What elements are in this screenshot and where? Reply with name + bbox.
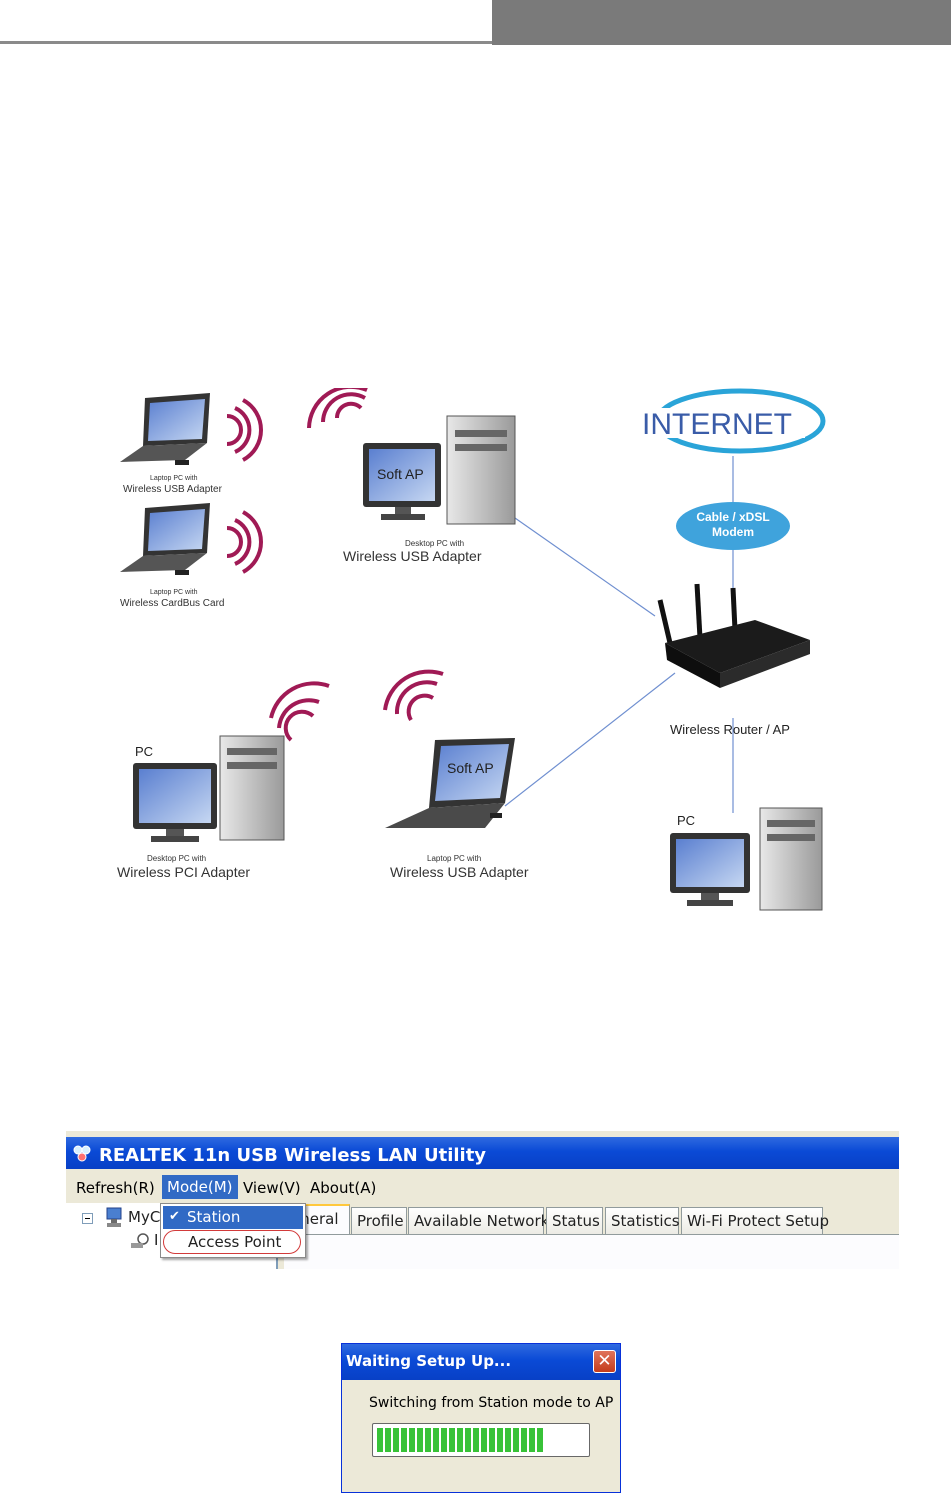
utility-window: REALTEK 11n USB Wireless LAN Utility Ref… [66,1131,899,1269]
desktop-softap-icon: Soft AP Desktop PC with Wireless USB Ada… [343,415,516,564]
desktop-pci-big-label: Wireless PCI Adapter [117,864,250,880]
internet-label: INTERNET [642,408,792,441]
check-icon: ✔ [169,1209,180,1224]
collapse-icon[interactable] [82,1213,93,1224]
modem-label-2: Modem [712,525,754,539]
softap-label-1: Soft AP [377,466,424,482]
waiting-dialog: Waiting Setup Up... ✕ Switching from Sta… [341,1343,621,1493]
dialog-title: Waiting Setup Up... [346,1352,512,1370]
tree-node-label[interactable]: MyC [128,1208,161,1226]
tree-child-label[interactable]: I [154,1231,159,1249]
internet-logo: INTERNET [642,388,826,454]
router-label: Wireless Router / AP [670,722,790,737]
mode-access-point-item[interactable]: Access Point [163,1231,303,1254]
network-diagram: INTERNET Cable / xDSL Modem Wireless Rou… [115,388,835,916]
mode-dropdown: ✔ Station Access Point [160,1203,306,1258]
tab-wifi-protect-setup[interactable]: Wi-Fi Protect Setup [681,1207,829,1234]
menu-bar: Refresh(R) Mode(M) View(V) About(A) [66,1173,899,1201]
tab-body [284,1234,899,1269]
wireless-router-icon: Wireless Router / AP [657,583,810,737]
tab-status[interactable]: Status [546,1207,603,1234]
computer-icon [106,1207,122,1227]
mode-access-point-label: Access Point [188,1233,282,1251]
pc-right-label: PC [677,813,695,828]
progress-fill [377,1428,543,1452]
wifi-waves-2 [226,510,263,574]
desktop-pci-icon: PC Desktop PC with Wireless PCI Adapter [117,735,285,880]
menu-refresh[interactable]: Refresh(R) [76,1179,155,1197]
mode-station-label: Station [187,1208,241,1226]
modem-label-1: Cable / xDSL [696,510,769,524]
network-app-icon [73,1145,91,1162]
mode-station-item[interactable]: ✔ Station [163,1206,303,1229]
laptop-softap-icon: Soft AP Laptop PC with Wireless USB Adap… [385,738,529,880]
progress-bar [372,1423,590,1457]
menu-view[interactable]: View(V) [243,1179,301,1197]
pc-left-label: PC [135,744,153,759]
desktop-softap-big-label: Wireless USB Adapter [343,548,482,564]
desktop-pci-small-label: Desktop PC with [147,854,206,863]
utility-title: REALTEK 11n USB Wireless LAN Utility [99,1145,487,1166]
dialog-titlebar: Waiting Setup Up... ✕ [342,1344,620,1380]
pc-right-icon: PC [670,807,823,911]
menu-about[interactable]: About(A) [310,1179,377,1197]
wifi-waves-1 [226,398,263,462]
laptop1-small-label: Laptop PC with [150,475,198,482]
highlight-circle [163,1230,301,1254]
wifi-waves-4 [269,681,330,742]
wifi-waves-3 [307,388,368,429]
wifi-waves-5 [383,669,444,722]
laptop1-big-label: Wireless USB Adapter [123,484,223,495]
dialog-message: Switching from Station mode to AP [369,1395,614,1411]
tab-available-network[interactable]: Available Network [408,1207,549,1234]
laptop-usb-icon: Laptop PC with Wireless USB Adapter [120,393,223,495]
connection-lines [504,456,734,813]
laptop-softap-big-label: Wireless USB Adapter [390,864,529,880]
close-icon[interactable]: ✕ [593,1350,616,1373]
header-bar [492,0,951,45]
adapter-icon [131,1233,149,1248]
modem-cloud: Cable / xDSL Modem [676,502,790,550]
tab-profile[interactable]: Profile [351,1207,407,1234]
utility-titlebar: REALTEK 11n USB Wireless LAN Utility [66,1137,899,1169]
laptop2-small-label: Laptop PC with [150,589,198,596]
laptop2-big-label: Wireless CardBus Card [120,598,224,609]
desktop-softap-small-label: Desktop PC with [405,539,464,548]
laptop-cardbus-icon: Laptop PC with Wireless CardBus Card [120,503,224,609]
tab-statistics[interactable]: Statistics [605,1207,680,1234]
menu-mode[interactable]: Mode(M) [162,1175,238,1199]
header-rule [0,41,492,44]
laptop-softap-small-label: Laptop PC with [427,854,481,863]
softap-label-2: Soft AP [447,760,494,776]
